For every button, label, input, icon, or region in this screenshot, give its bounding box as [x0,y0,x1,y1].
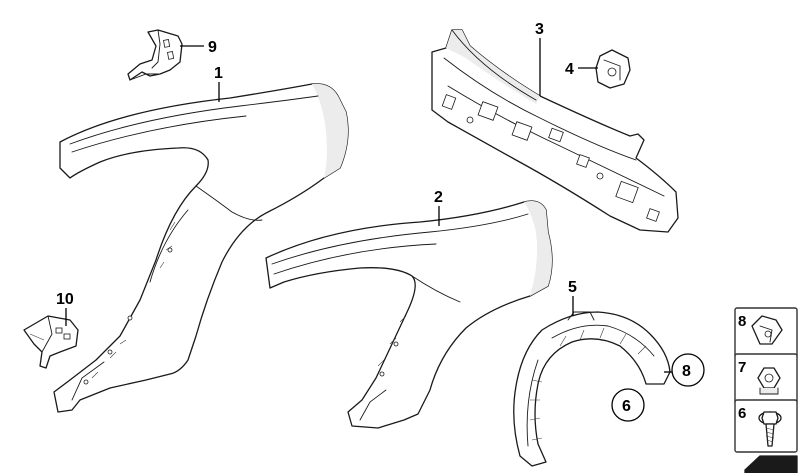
part-1-side-panel[interactable] [53,83,349,413]
svg-text:9: 9 [208,39,217,56]
legend-item-8[interactable]: 8 [734,307,798,359]
legend-item-7[interactable]: 7 [734,353,798,405]
svg-text:10: 10 [56,291,74,308]
part-10-bracket[interactable] [23,315,79,369]
callout-4: 4 [565,61,598,78]
part-4-clip[interactable] [595,49,631,89]
svg-text:5: 5 [568,279,577,296]
svg-text:6: 6 [738,405,746,422]
callout-1: 1 [214,65,223,102]
svg-text:2: 2 [434,189,443,206]
svg-text:8: 8 [682,363,691,380]
svg-text:4: 4 [565,61,574,78]
part-3-rear-panel[interactable] [431,29,679,233]
callout-2: 2 [434,189,443,226]
svg-text:6: 6 [622,398,631,415]
part-2-inner-panel[interactable] [265,200,553,429]
callout-8-circle: 8 [664,353,705,387]
legend-item-6[interactable]: 6 [734,399,798,453]
svg-text:8: 8 [738,313,746,330]
svg-text:1: 1 [214,65,223,82]
screw-icon [758,411,782,447]
svg-text:7: 7 [738,359,746,376]
callout-6-circle: 6 [611,388,645,422]
callout-5: 5 [568,279,577,316]
part-9-bracket[interactable] [127,29,183,81]
callout-9: 9 [180,39,217,56]
legend-arrow [744,455,798,473]
callout-3: 3 [535,21,544,96]
clip-nut-icon [751,315,783,345]
hex-nut-icon [757,367,781,395]
part-5-wheel-liner[interactable] [513,311,671,467]
callout-10: 10 [56,291,74,326]
svg-text:3: 3 [535,21,544,38]
